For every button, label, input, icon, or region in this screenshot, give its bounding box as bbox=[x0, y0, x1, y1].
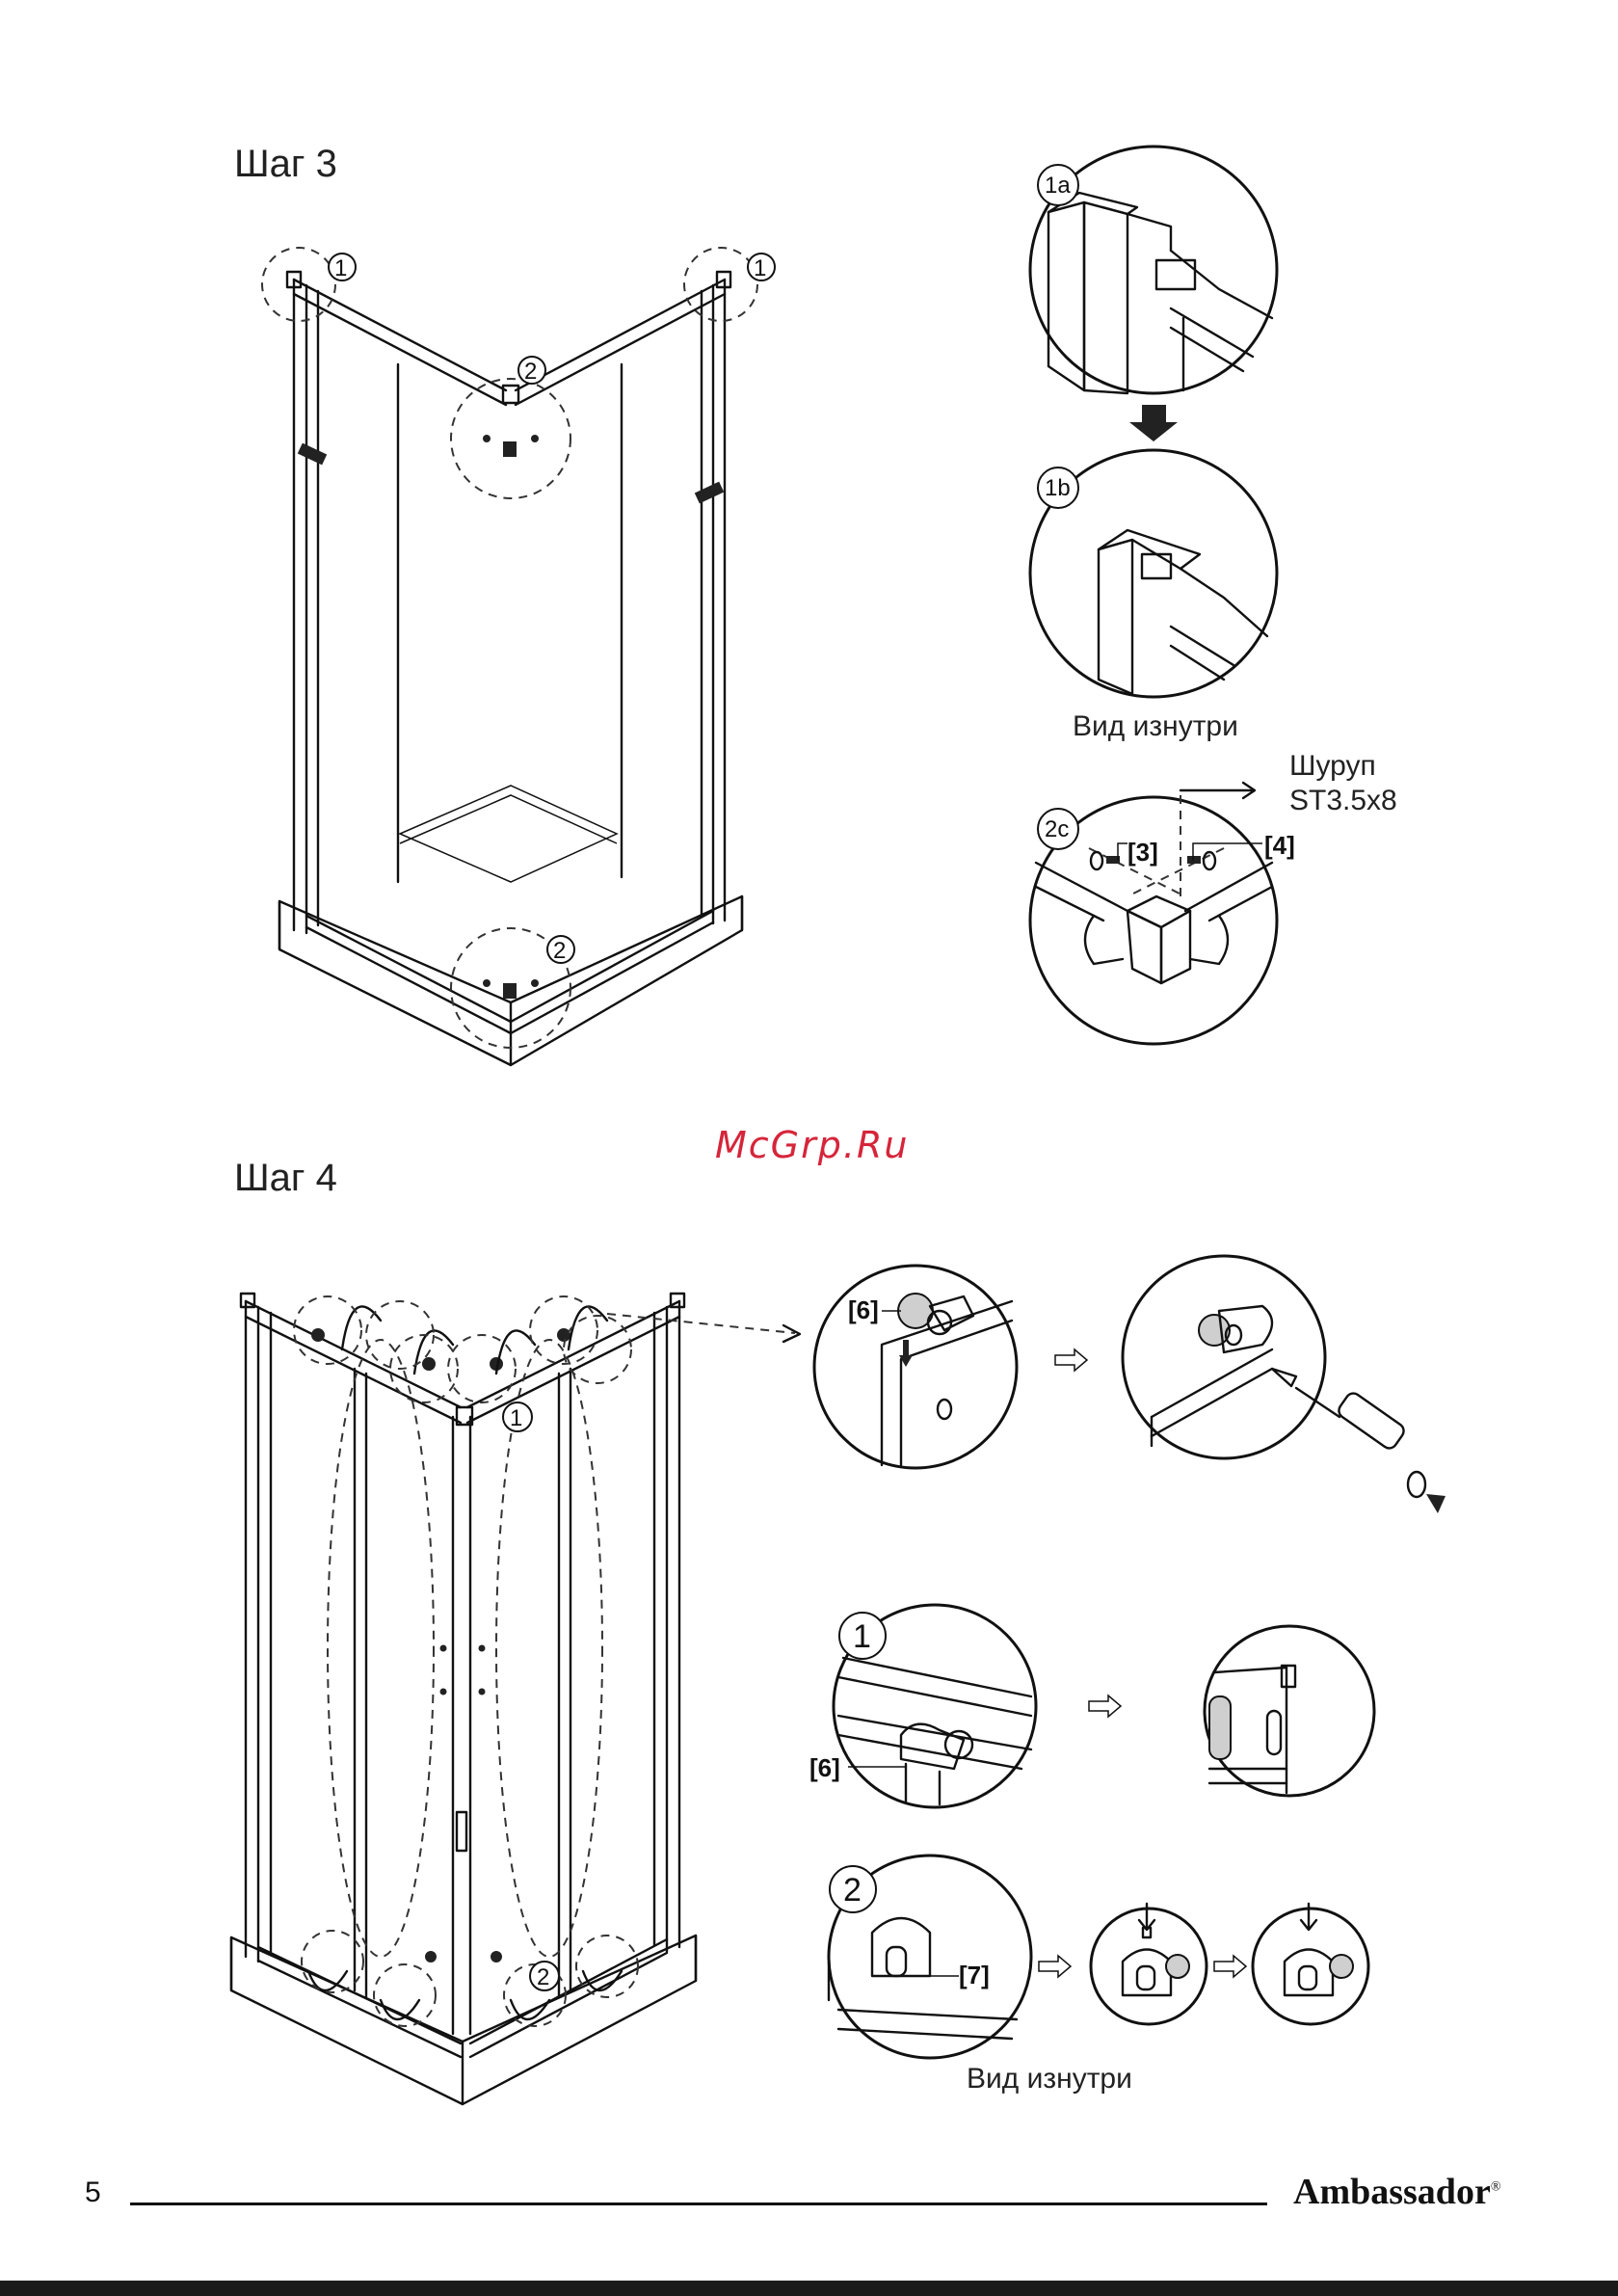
page-number: 5 bbox=[85, 2176, 101, 2209]
arrow-right-icon-2 bbox=[1089, 1695, 1121, 1717]
step4-title: Шаг 4 bbox=[234, 1157, 337, 1200]
arrow-right-icon bbox=[1055, 1349, 1087, 1371]
detail-2-step-a bbox=[1091, 1904, 1207, 2024]
detail-2: [7] 2 bbox=[829, 1855, 1031, 2058]
bottom-edge-band bbox=[0, 2281, 1618, 2296]
detail-2c-label: 2c bbox=[1045, 816, 1069, 842]
step3-callout-2-top: 2 bbox=[524, 359, 537, 385]
part-7-label: [7] bbox=[959, 1961, 990, 1989]
screw-label-line1: Шуруп bbox=[1289, 750, 1376, 783]
detail-1a-label: 1a bbox=[1045, 173, 1071, 199]
step4-enclosure-drawing: 1 2 bbox=[231, 1294, 800, 2104]
part-6-label-detail: [6] bbox=[809, 1753, 840, 1782]
footer-divider bbox=[130, 2203, 1267, 2205]
detail-1b: 1b bbox=[1030, 450, 1277, 697]
roller-detail-before: [6] bbox=[814, 1266, 1017, 1468]
detail-1a: 1a bbox=[1030, 147, 1277, 393]
arrow-right-icon-3 bbox=[1039, 1956, 1071, 1977]
step3-view-inside-label: Вид изнутри bbox=[1073, 710, 1238, 743]
roller-detail-after bbox=[1123, 1256, 1446, 1513]
detail-1-result bbox=[1205, 1626, 1374, 1796]
down-arrow-icon bbox=[1129, 405, 1178, 441]
screw-label-line2: ST3.5x8 bbox=[1289, 785, 1397, 817]
detail-2-step-b bbox=[1253, 1904, 1368, 2024]
part-3-label: [3] bbox=[1127, 838, 1158, 867]
step4-callout-1: 1 bbox=[510, 1405, 522, 1431]
part-4-label: [4] bbox=[1264, 831, 1295, 860]
step3-callout-1-left: 1 bbox=[334, 255, 347, 281]
brand-name: Ambassador bbox=[1293, 2172, 1491, 2212]
brand-logo: Ambassador® bbox=[1293, 2171, 1500, 2213]
step4-callout-2: 2 bbox=[537, 1964, 549, 1990]
step3-title: Шаг 3 bbox=[234, 143, 337, 186]
step3-callout-2-bottom: 2 bbox=[553, 938, 566, 964]
step4-view-inside-label: Вид изнутри bbox=[967, 2063, 1132, 2096]
detail-1b-label: 1b bbox=[1045, 475, 1071, 501]
detail-2-label: 2 bbox=[843, 1872, 862, 1909]
step3-enclosure-drawing: 1 1 2 2 bbox=[262, 248, 775, 1065]
detail-2c: [3] [4] 2c bbox=[1030, 783, 1295, 1044]
watermark: McGrp.Ru bbox=[715, 1124, 909, 1166]
brand-registered-mark: ® bbox=[1491, 2179, 1501, 2194]
part-6-label-top: [6] bbox=[848, 1295, 879, 1324]
arrow-right-icon-4 bbox=[1214, 1956, 1246, 1977]
step3-callout-1-right: 1 bbox=[754, 255, 766, 281]
detail-1: [6] 1 bbox=[809, 1605, 1036, 1807]
detail-1-label: 1 bbox=[853, 1618, 871, 1655]
